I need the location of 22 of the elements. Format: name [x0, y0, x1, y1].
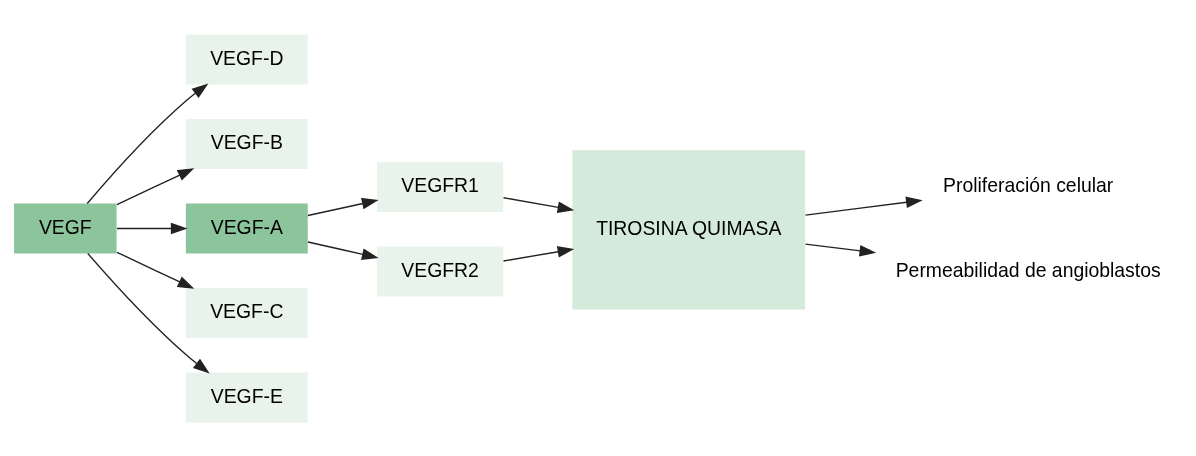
- node-box: VEGF-D: [185, 34, 308, 84]
- node-box: VEGF-A: [185, 203, 308, 253]
- node-box: VEGF: [14, 203, 117, 253]
- node-box: VEGFR2: [377, 246, 504, 296]
- arrow: [804, 242, 877, 257]
- arrow: [804, 196, 923, 216]
- arrow: [307, 240, 379, 260]
- arrow: [116, 167, 195, 205]
- arrow: [502, 196, 575, 213]
- arrow: [307, 197, 379, 216]
- node-box: TIROSINA QUIMASA: [572, 149, 806, 310]
- node-box: VEGF-B: [185, 118, 308, 169]
- arrow: [87, 252, 210, 373]
- node-box: VEGFR1: [377, 161, 504, 212]
- node-box: VEGF-E: [185, 372, 308, 422]
- arrow: [502, 245, 575, 262]
- node-box: VEGF-C: [185, 287, 308, 338]
- arrow: [116, 222, 188, 234]
- arrow: [86, 82, 209, 204]
- arrow: [116, 251, 195, 289]
- node-text: Proliferación celular: [943, 173, 1114, 196]
- node-text: Permeabilidad de angioblastos: [895, 258, 1161, 281]
